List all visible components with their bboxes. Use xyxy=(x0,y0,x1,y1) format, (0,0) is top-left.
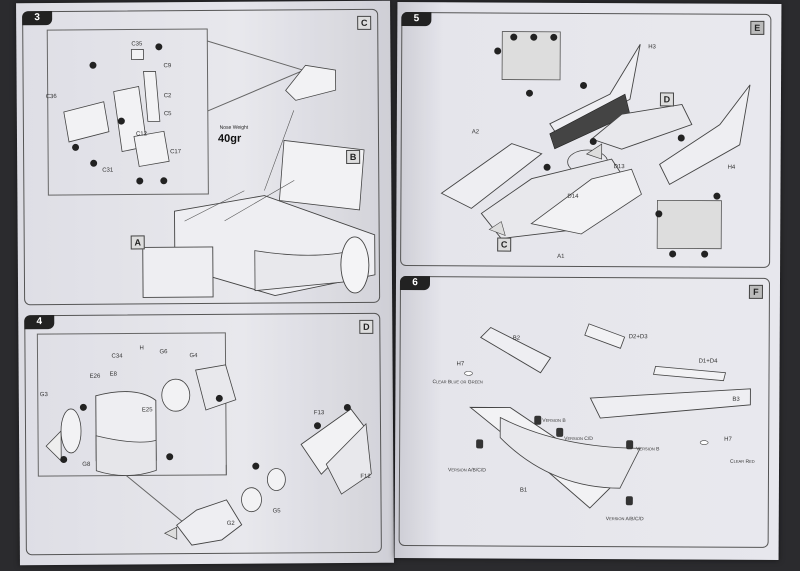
step-5-panel: 5 E H3 A2 D13 D14 A1 H4 D C xyxy=(400,12,772,268)
part-label: H3 xyxy=(648,44,656,51)
marker-dot xyxy=(713,192,721,200)
part-label: D2+D3 xyxy=(628,334,648,341)
left-page: 3 C C36 C35 C9 C2 C5 C31 C17 C12 xyxy=(16,0,394,566)
assembly-box-d: D xyxy=(659,92,674,107)
part-label: C12 xyxy=(135,131,147,138)
part-label: D1+D4 xyxy=(698,358,718,365)
marker-dot xyxy=(525,89,534,97)
version-tag-icon xyxy=(476,439,484,449)
nose-weight-label: Nose Weight xyxy=(219,124,249,131)
part-label: C31 xyxy=(102,167,114,174)
part-label: C34 xyxy=(111,353,123,360)
marker-dot xyxy=(550,33,558,41)
marker-dot xyxy=(530,33,538,41)
part-label: C35 xyxy=(131,41,143,48)
part-label: D13 xyxy=(613,164,625,171)
part-label: G3 xyxy=(39,392,48,399)
part-label: H xyxy=(139,345,144,352)
version-note: Clear Blue or Green xyxy=(432,379,483,386)
step-3-panel: 3 C C36 C35 C9 C2 C5 C31 C17 C12 xyxy=(22,8,381,306)
part-label: F12 xyxy=(360,473,371,480)
marker-dot xyxy=(343,403,351,412)
marker-dot xyxy=(90,159,98,167)
marker-dot xyxy=(60,455,68,464)
step-3-drawing xyxy=(46,28,376,298)
marker-dot xyxy=(655,210,663,218)
marker-dot xyxy=(79,403,87,411)
marker-dot xyxy=(589,138,597,146)
marker-dot xyxy=(72,143,80,151)
marker-dot xyxy=(580,81,588,89)
part-label: G8 xyxy=(82,461,91,468)
version-note: Version A/B/C/D xyxy=(605,516,644,523)
marker-dot xyxy=(160,177,168,185)
part-label: E25 xyxy=(141,407,153,414)
step-4-drawing xyxy=(36,332,372,546)
marker-dot xyxy=(701,250,709,258)
version-note: Version B xyxy=(542,417,566,424)
version-note: Clear Red xyxy=(730,458,755,465)
marker-dot xyxy=(494,47,502,55)
assembly-box-c: C xyxy=(497,237,512,252)
part-label: E8 xyxy=(109,371,118,378)
part-label: F13 xyxy=(313,410,325,417)
version-tag-icon xyxy=(626,440,634,450)
part-label: G4 xyxy=(189,353,198,360)
marker-dot xyxy=(136,177,144,185)
version-note: Version C/D xyxy=(564,435,593,443)
version-tag-icon xyxy=(625,496,633,506)
version-tag-icon xyxy=(534,415,542,425)
part-label: C2 xyxy=(163,93,172,100)
part-label: G6 xyxy=(159,349,168,356)
step-5-drawing xyxy=(440,31,751,250)
part-label: C9 xyxy=(163,63,172,70)
right-page: 5 E H3 A2 D13 D14 A1 H4 D C xyxy=(394,1,782,561)
part-label: C5 xyxy=(163,111,172,118)
part-label: B2 xyxy=(512,335,521,342)
marker-dot xyxy=(89,61,97,69)
part-label: C17 xyxy=(170,149,182,156)
step-6-drawing xyxy=(464,323,751,509)
marker-dot xyxy=(117,117,125,125)
part-label: H4 xyxy=(727,164,736,171)
marker-dot xyxy=(669,250,677,258)
part-label: H7 xyxy=(724,436,732,443)
part-label: E26 xyxy=(89,373,101,380)
part-label: A1 xyxy=(557,253,565,260)
part-label: A2 xyxy=(471,129,480,136)
part-label: G5 xyxy=(272,508,281,515)
marker-dot xyxy=(252,462,260,470)
assembly-box-b: B xyxy=(346,149,361,165)
part-label: H7 xyxy=(456,361,465,368)
assembly-box-a: A xyxy=(130,235,145,250)
marker-dot xyxy=(155,43,163,51)
part-label: C36 xyxy=(45,94,57,101)
version-note: Version A/B/C/D xyxy=(447,467,486,474)
marker-dot xyxy=(215,394,223,402)
part-label: B1 xyxy=(519,487,528,494)
version-note: Version B xyxy=(636,446,660,453)
marker-dot xyxy=(510,33,518,41)
marker-dot xyxy=(677,134,685,142)
marker-dot xyxy=(543,163,551,171)
nose-weight-value: 40gr xyxy=(217,132,242,145)
step-6-panel: 6 F B2 D2+D3 D1+D4 B3 H7 H7 B1 Clear Blu… xyxy=(398,276,771,548)
marker-dot xyxy=(166,453,174,461)
step-4-panel: 4 D C34 G6 G4 E26 E8 E25 G3 G8 G2 G5 F13 xyxy=(24,312,382,556)
part-label: G2 xyxy=(226,520,235,527)
marker-dot xyxy=(313,422,322,430)
part-label: B3 xyxy=(732,396,740,403)
part-label: D14 xyxy=(567,193,579,200)
version-tag-icon xyxy=(556,427,564,437)
